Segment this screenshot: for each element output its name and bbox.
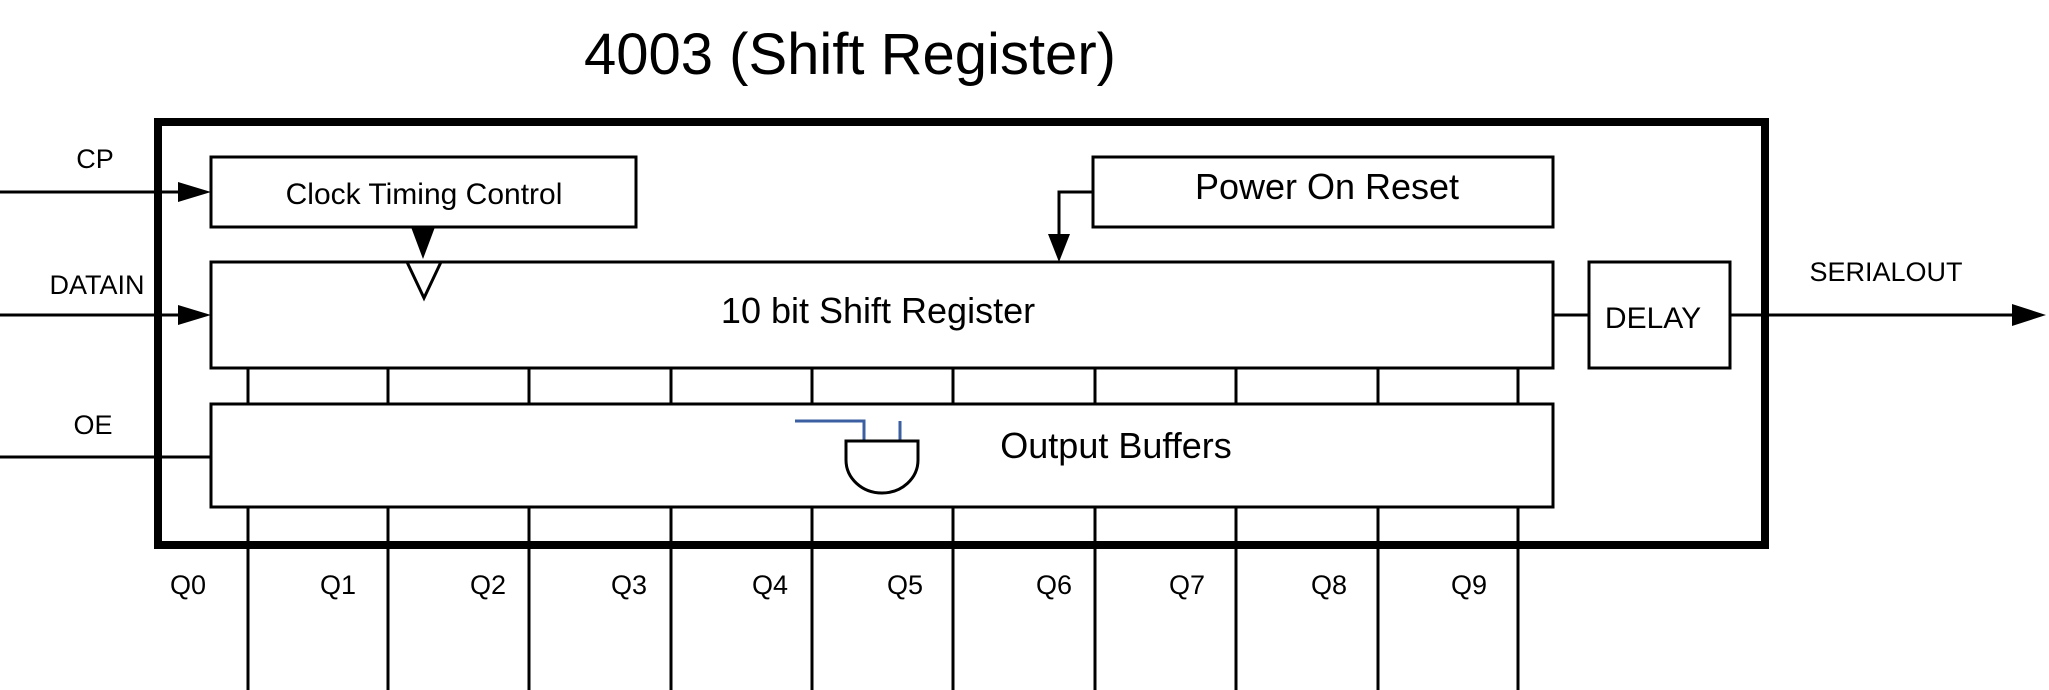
clock-arrowhead [411, 227, 435, 259]
output-label-q8: Q8 [1311, 570, 1347, 600]
q-output-labels: Q0 Q1 Q2 Q3 Q4 Q5 Q6 Q7 Q8 Q9 [170, 570, 1487, 600]
clock-input-triangle [404, 260, 444, 302]
output-label-q9: Q9 [1451, 570, 1487, 600]
q-output-lines [246, 368, 1520, 690]
output-label-q3: Q3 [611, 570, 647, 600]
output-label-q2: Q2 [470, 570, 506, 600]
oe-pin-label: OE [73, 410, 112, 440]
serialout-arrowhead [2012, 304, 2046, 326]
output-buffers-block [209, 402, 1555, 509]
datain-arrowhead [178, 305, 211, 325]
serialout-label: SERIALOUT [1809, 257, 1962, 287]
diagram-title: 4003 (Shift Register) [584, 22, 1116, 87]
clock-timing-control-block [209, 155, 638, 229]
delay-label: DELAY [1605, 302, 1701, 335]
delay-block [1587, 260, 1732, 370]
power-on-reset-block [1091, 155, 1555, 229]
output-buffers-label: Output Buffers [1000, 425, 1231, 466]
datain-pin-label: DATAIN [49, 270, 144, 300]
power-on-reset-label: Power On Reset [1195, 166, 1459, 207]
output-label-q6: Q6 [1036, 570, 1072, 600]
output-label-q1: Q1 [320, 570, 356, 600]
shift-register-label: 10 bit Shift Register [721, 290, 1035, 331]
cp-pin-label: CP [76, 144, 114, 174]
output-label-q0: Q0 [170, 570, 206, 600]
reset-arrowhead [1048, 234, 1070, 262]
and-gate-icon [795, 419, 920, 495]
output-label-q4: Q4 [752, 570, 788, 600]
cp-arrowhead [178, 182, 211, 202]
output-label-q5: Q5 [887, 570, 923, 600]
output-label-q7: Q7 [1169, 570, 1205, 600]
reset-line [1057, 190, 1093, 236]
chip-outline [154, 118, 1769, 549]
clock-timing-control-label: Clock Timing Control [286, 178, 563, 211]
